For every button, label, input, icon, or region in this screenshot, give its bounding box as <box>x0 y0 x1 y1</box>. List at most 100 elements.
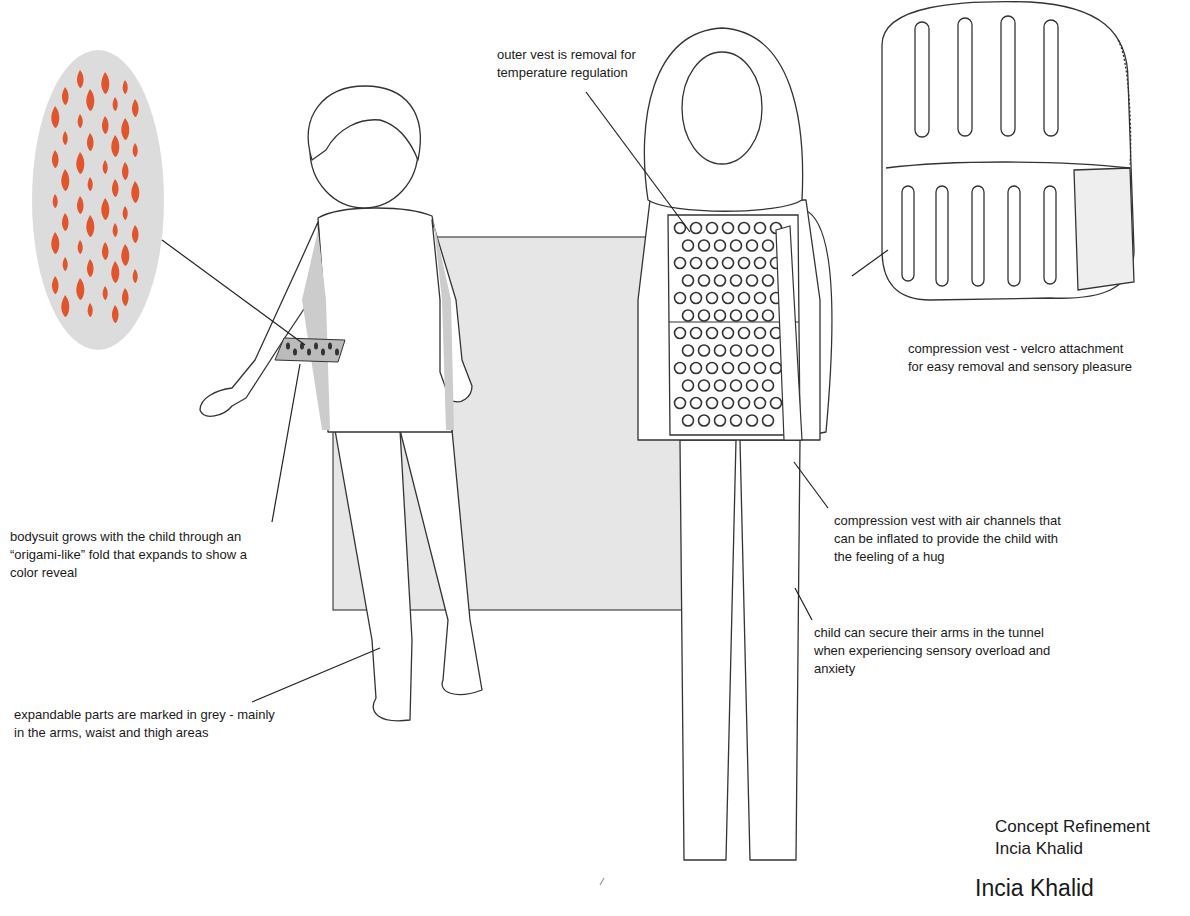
vest-detail <box>882 2 1134 300</box>
air-pocket <box>747 275 758 286</box>
air-pocket <box>683 345 694 356</box>
fold-mark <box>307 349 311 356</box>
leaf <box>102 116 109 134</box>
leaf <box>77 196 84 214</box>
air-pocket <box>715 310 726 321</box>
air-pocket <box>763 310 774 321</box>
air-pocket <box>723 363 734 374</box>
leaf <box>132 225 139 243</box>
child-figure <box>638 28 832 860</box>
leaf <box>112 179 119 197</box>
leaf <box>121 118 129 140</box>
leaf <box>78 114 83 128</box>
air-pocket <box>723 293 734 304</box>
leaf <box>113 97 118 111</box>
callout-note: compression vest - velcro attachment for… <box>908 340 1138 376</box>
air-pocket <box>755 258 766 269</box>
leaf <box>122 162 129 180</box>
leaf <box>76 152 84 174</box>
callout-note: child can secure their arms in the tunne… <box>814 624 1054 678</box>
fold-patch <box>275 338 345 362</box>
air-pocket <box>675 328 686 339</box>
air-pocket <box>691 398 702 409</box>
air-pocket <box>691 258 702 269</box>
air-pocket <box>715 275 726 286</box>
sheet-caption: Concept Refinement <box>995 816 1185 838</box>
air-pocket <box>731 275 742 286</box>
air-pocket <box>683 240 694 251</box>
leaf <box>78 240 83 254</box>
air-pocket <box>691 328 702 339</box>
air-pocket <box>747 415 758 426</box>
air-pockets <box>675 223 782 427</box>
leaf <box>52 150 59 168</box>
air-pocket <box>731 380 742 391</box>
air-pocket <box>715 415 726 426</box>
leaf <box>86 215 94 237</box>
air-pocket <box>739 258 750 269</box>
air-pocket <box>699 380 710 391</box>
leaf <box>61 169 69 191</box>
air-pocket <box>747 345 758 356</box>
air-pocket <box>699 415 710 426</box>
fold-mark <box>314 343 318 350</box>
air-pocket <box>731 310 742 321</box>
air-pocket <box>707 363 718 374</box>
fold-mark <box>328 343 332 350</box>
air-pocket <box>747 240 758 251</box>
air-pocket <box>755 363 766 374</box>
air-pocket <box>739 398 750 409</box>
air-pocket <box>699 310 710 321</box>
air-pocket <box>723 223 734 234</box>
callout-note: outer vest is removal for temperature re… <box>497 46 667 82</box>
leaf <box>111 135 119 157</box>
air-pocket <box>747 310 758 321</box>
leaf <box>122 288 129 306</box>
air-pocket <box>707 258 718 269</box>
leaf <box>133 269 138 283</box>
air-pocket <box>731 415 742 426</box>
air-pocket <box>763 275 774 286</box>
leaf <box>121 244 129 266</box>
air-pocket <box>699 240 710 251</box>
air-pocket <box>723 328 734 339</box>
leaf <box>123 80 128 94</box>
air-pocket <box>707 398 718 409</box>
air-pocket <box>755 223 766 234</box>
callout-note: expandable parts are marked in grey - ma… <box>14 706 284 742</box>
leaf <box>102 242 109 260</box>
air-pocket <box>699 275 710 286</box>
air-pocket <box>755 293 766 304</box>
air-pocket <box>675 363 686 374</box>
leaf <box>77 70 84 88</box>
air-pocket <box>731 240 742 251</box>
air-pocket <box>763 345 774 356</box>
air-pocket <box>675 293 686 304</box>
leaf <box>62 213 69 231</box>
leaf <box>53 194 58 208</box>
air-pocket <box>715 380 726 391</box>
leaf <box>52 276 59 294</box>
fold-mark <box>321 349 325 356</box>
air-pocket <box>763 240 774 251</box>
arm-tunnel <box>776 226 802 440</box>
air-pocket <box>755 328 766 339</box>
author-name: Incia Khalid <box>975 874 1185 902</box>
leaf <box>76 278 84 300</box>
air-pocket <box>739 363 750 374</box>
leaf <box>101 72 109 94</box>
leaf-pattern <box>51 70 139 323</box>
air-pocket <box>691 223 702 234</box>
leader-line <box>162 92 888 885</box>
air-pocket <box>739 293 750 304</box>
air-pocket <box>691 293 702 304</box>
air-pocket <box>739 328 750 339</box>
air-pocket <box>691 363 702 374</box>
leaf <box>87 259 94 277</box>
leaf <box>123 206 128 220</box>
leaf <box>133 143 138 157</box>
air-pocket <box>707 293 718 304</box>
air-pocket <box>771 398 782 409</box>
air-pocket <box>707 223 718 234</box>
